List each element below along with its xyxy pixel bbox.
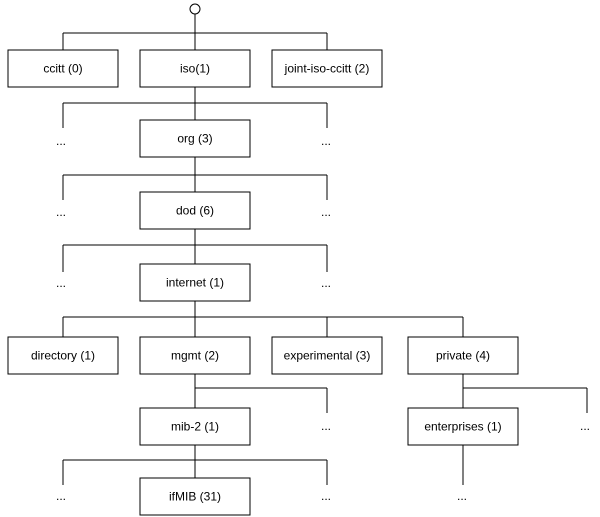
node-label-private: private (4)	[436, 349, 490, 363]
ellipsis-private-right: ...	[580, 419, 590, 433]
svg-text:...: ...	[56, 134, 66, 148]
svg-text:...: ...	[56, 276, 66, 290]
node-label-ccitt: ccitt (0)	[43, 62, 82, 76]
svg-text:...: ...	[321, 489, 331, 503]
svg-text:...: ...	[321, 419, 331, 433]
svg-text:...: ...	[56, 205, 66, 219]
node-label-internet: internet (1)	[166, 276, 224, 290]
node-directory: directory (1)	[7, 336, 119, 375]
ellipsis-org-right: ...	[321, 134, 331, 148]
node-label-ifmib: ifMIB (31)	[169, 490, 221, 504]
svg-text:...: ...	[56, 489, 66, 503]
root-node-icon	[189, 3, 201, 15]
node-label-org: org (3)	[177, 132, 212, 146]
svg-text:...: ...	[321, 205, 331, 219]
node-enterprises: enterprises (1)	[407, 407, 519, 446]
svg-text:...: ...	[457, 489, 467, 503]
svg-text:...: ...	[321, 134, 331, 148]
node-mib-2: mib-2 (1)	[139, 407, 251, 446]
node-private: private (4)	[407, 336, 519, 375]
node-iso: iso(1)	[139, 49, 251, 88]
ellipsis-internet-right: ...	[321, 276, 331, 290]
ellipsis-ifmib-right: ...	[321, 489, 331, 503]
node-dod: dod (6)	[139, 191, 251, 230]
node-ccitt: ccitt (0)	[7, 49, 119, 88]
ellipsis-org-left: ...	[56, 134, 66, 148]
node-label-joint-iso-ccitt: joint-iso-ccitt (2)	[284, 62, 370, 76]
ellipsis-mgmt-right: ...	[321, 419, 331, 433]
node-label-enterprises: enterprises (1)	[424, 420, 501, 434]
ellipsis-ifmib-left: ...	[56, 489, 66, 503]
node-internet: internet (1)	[139, 263, 251, 302]
svg-text:...: ...	[580, 419, 590, 433]
node-label-experimental: experimental (3)	[284, 349, 371, 363]
node-joint-iso-ccitt: joint-iso-ccitt (2)	[271, 49, 383, 88]
node-label-dod: dod (6)	[176, 204, 214, 218]
node-label-directory: directory (1)	[31, 349, 95, 363]
node-ifmib: ifMIB (31)	[139, 477, 251, 516]
node-experimental: experimental (3)	[271, 336, 383, 375]
node-org: org (3)	[139, 119, 251, 158]
ellipsis-internet-left: ...	[56, 276, 66, 290]
node-mgmt: mgmt (2)	[139, 336, 251, 375]
ellipsis-dod-right: ...	[321, 205, 331, 219]
svg-text:...: ...	[321, 276, 331, 290]
ellipsis-enterprises-down: ...	[457, 489, 467, 503]
node-label-iso: iso(1)	[180, 62, 210, 76]
node-label-mib-2: mib-2 (1)	[171, 420, 219, 434]
ellipsis-dod-left: ...	[56, 205, 66, 219]
node-label-mgmt: mgmt (2)	[171, 349, 219, 363]
